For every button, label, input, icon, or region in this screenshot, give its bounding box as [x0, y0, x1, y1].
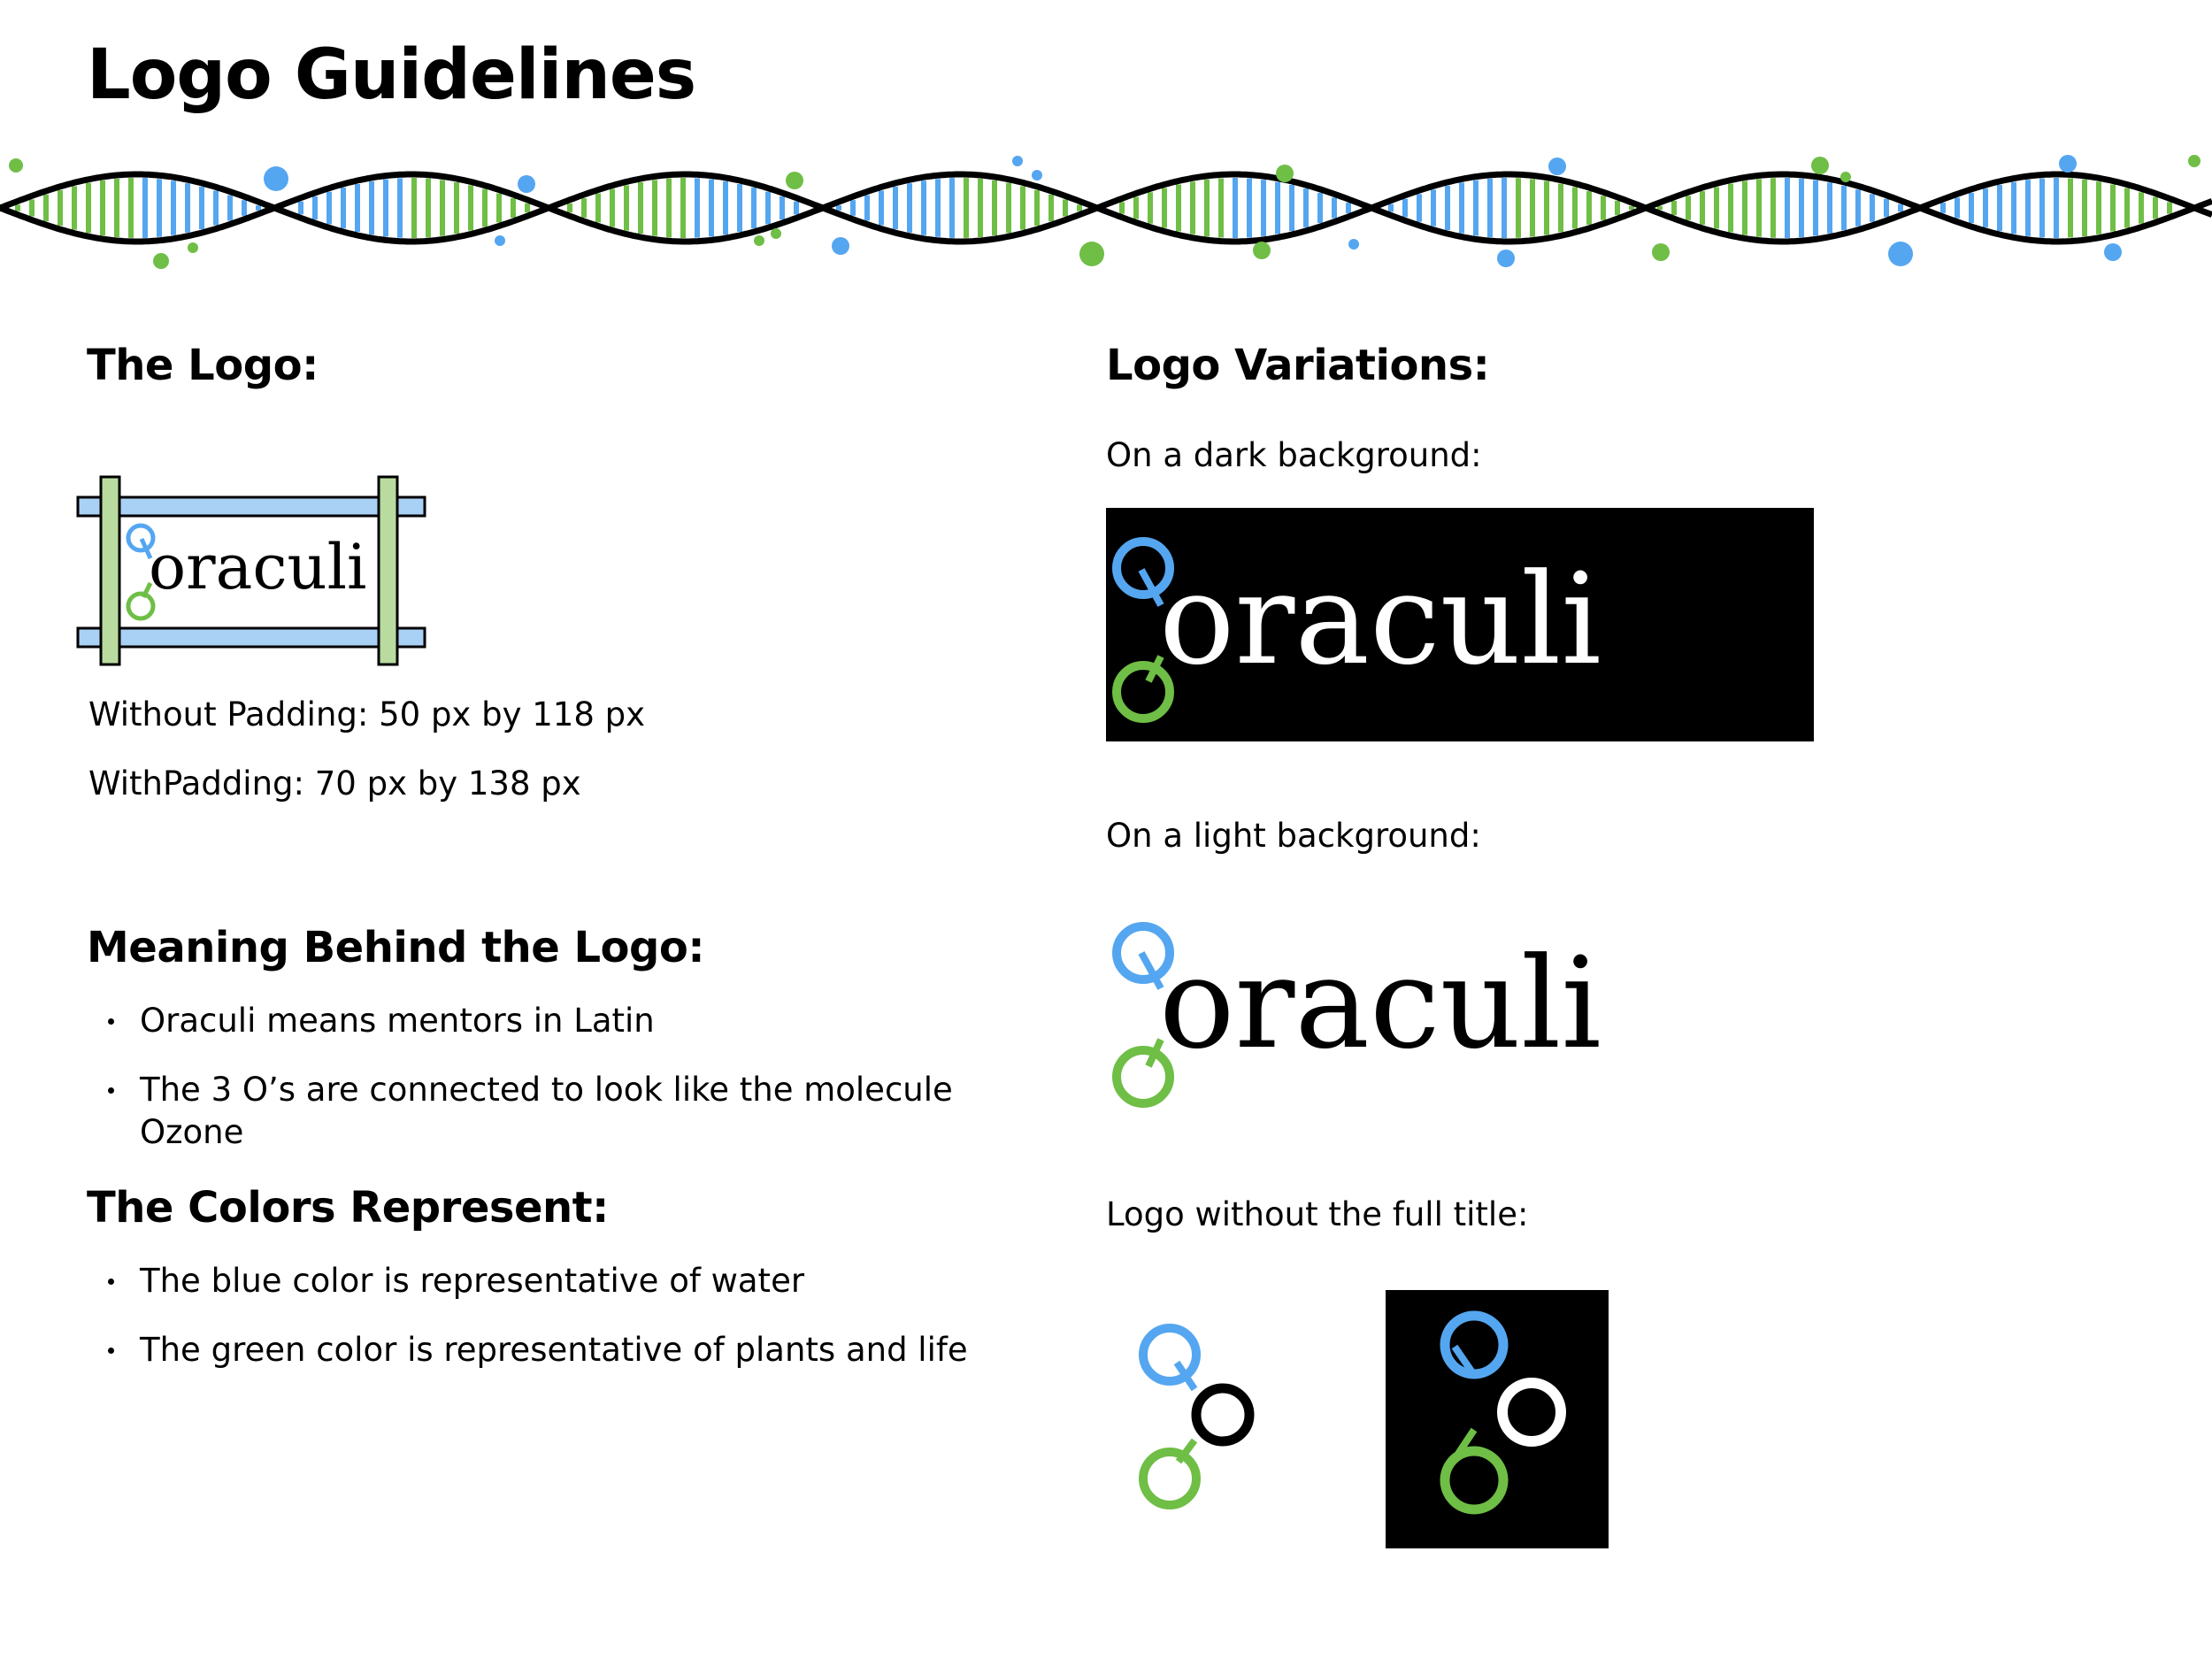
dark-background-label: On a dark background: — [1106, 436, 1482, 474]
helix-backbone — [0, 171, 2212, 245]
list-item: Oraculi means mentors in Latin — [88, 1000, 1062, 1069]
colors-section-heading: The Colors Represent: — [87, 1183, 609, 1233]
helix-dot — [188, 242, 198, 253]
list-item: The blue color is representative of wate… — [88, 1260, 1062, 1329]
helix-dot — [1840, 172, 1851, 182]
logo-wordmark: oraculi — [1159, 931, 1601, 1077]
blue-o-icon — [126, 523, 156, 553]
list-item: The green color is representative of pla… — [88, 1329, 1062, 1398]
white-o-icon — [1497, 1378, 1566, 1447]
helix-dot — [1548, 157, 1566, 175]
logo-dark-variation: oraculi — [1106, 508, 1814, 741]
green-o-icon — [1440, 1446, 1509, 1515]
helix-dot — [786, 172, 803, 189]
green-o-icon — [1112, 1046, 1174, 1108]
green-o-icon — [1139, 1448, 1201, 1509]
logo-wordmark: oraculi — [1159, 547, 1601, 693]
helix-dot — [153, 253, 169, 269]
helix-dot — [9, 158, 23, 173]
padding-band-top — [76, 495, 426, 518]
blue-o-icon — [1112, 537, 1174, 599]
black-o-icon — [1191, 1383, 1255, 1447]
light-background-label: On a light background: — [1106, 817, 1481, 855]
icon-dark-variation — [1386, 1290, 1609, 1548]
meaning-section-heading: Meaning Behind the Logo: — [87, 923, 705, 972]
meaning-list: Oraculi means mentors in Latin The 3 O’s… — [88, 1000, 1062, 1151]
green-o-icon — [126, 591, 156, 621]
helix-dot — [832, 237, 849, 255]
logo-light-variation: oraculi — [1106, 916, 1814, 1119]
helix-dot — [264, 166, 288, 191]
helix-dot — [518, 175, 535, 193]
helix-dot — [1032, 170, 1042, 180]
helix-dot — [2059, 155, 2077, 173]
page-title: Logo Guidelines — [87, 35, 696, 115]
logo-section-heading: The Logo: — [87, 341, 319, 390]
helix-backbone — [0, 171, 2212, 245]
helix-dot — [771, 228, 781, 239]
with-padding-size: WithPadding: 70 px by 138 px — [88, 764, 581, 803]
logo-padding-diagram: oraculi — [73, 473, 428, 670]
icon-light-variation — [1124, 1310, 1274, 1522]
helix-dot — [1012, 156, 1023, 166]
helix-dot — [1079, 242, 1104, 266]
list-item: The 3 O’s are connected to look like the… — [88, 1069, 1062, 1151]
helix-dot — [2188, 155, 2200, 167]
helix-dot — [1888, 242, 1913, 266]
variations-section-heading: Logo Variations: — [1106, 341, 1490, 390]
helix-dot — [1348, 239, 1359, 250]
icon-only-label: Logo without the full title: — [1106, 1195, 1529, 1233]
green-o-icon — [1112, 661, 1174, 723]
without-padding-size: Without Padding: 50 px by 118 px — [88, 695, 645, 733]
dna-helix-banner — [0, 142, 2212, 274]
logo-wordmark: oraculi — [149, 531, 366, 603]
helix-dot — [1811, 157, 1829, 174]
helix-dot — [1253, 242, 1271, 259]
blue-o-icon — [1139, 1324, 1201, 1386]
helix-dot — [1497, 250, 1515, 267]
helix-dot — [1652, 243, 1670, 261]
padding-band-right — [377, 475, 399, 666]
blue-o-icon — [1440, 1310, 1509, 1379]
colors-list: The blue color is representative of wate… — [88, 1260, 1062, 1398]
padding-band-bottom — [76, 626, 426, 649]
dna-helix-graphic — [0, 155, 2212, 269]
helix-dot — [1276, 165, 1294, 182]
helix-dot — [754, 235, 764, 246]
helix-dot — [495, 235, 505, 246]
helix-dot — [2104, 243, 2122, 261]
padding-band-left — [99, 475, 121, 666]
blue-o-icon — [1112, 922, 1174, 984]
